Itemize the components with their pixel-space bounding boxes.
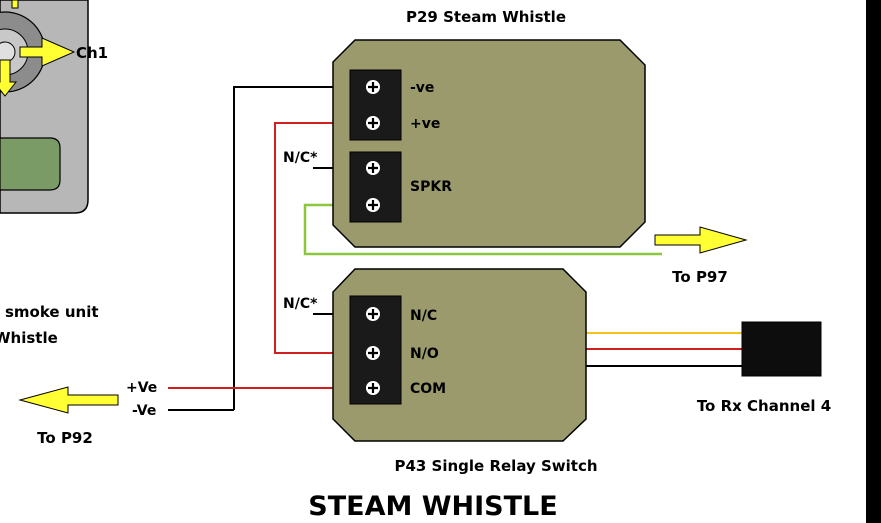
- plus-ve-label: +Ve: [126, 380, 157, 396]
- terminal-plus-ve: +ve: [410, 116, 440, 132]
- to-p92-label: To P92: [37, 429, 93, 447]
- rx-connector-plug: [741, 321, 822, 377]
- transmitter-fragment: [0, 0, 89, 214]
- terminal-nc: N/C: [410, 308, 437, 324]
- screw-slot: [368, 118, 378, 128]
- page-title: STEAM WHISTLE: [308, 491, 557, 522]
- nc-label-whistle: N/C*: [283, 150, 318, 166]
- minus-ve-label: -Ve: [132, 403, 156, 419]
- screw-slot: [368, 309, 378, 319]
- terminal-no: N/O: [410, 346, 439, 362]
- screw-slot: [368, 383, 378, 393]
- transmitter-display: [0, 137, 61, 191]
- to-rx-label: To Rx Channel 4: [697, 397, 831, 415]
- terminal-minus-ve: -ve: [410, 80, 434, 96]
- whistle-screws: [366, 80, 380, 212]
- arrow-right-icon: [19, 37, 76, 67]
- page-edge-bar: [866, 0, 881, 523]
- smoke-unit-label: smoke unit: [5, 303, 99, 321]
- whistle-label: Whistle: [0, 329, 58, 347]
- whistle-module-board: [332, 39, 646, 248]
- screw-slot: [368, 348, 378, 358]
- whistle-module: [332, 39, 646, 248]
- channel-label: Ch1: [76, 44, 108, 62]
- screw-slot: [368, 200, 378, 210]
- to-p97-label: To P97: [672, 268, 728, 286]
- wire-red-plus: [274, 122, 350, 354]
- terminal-com: COM: [410, 381, 446, 397]
- arrow-up-icon: [11, 0, 19, 9]
- relay-module: [332, 268, 587, 442]
- nc-label-relay: N/C*: [283, 296, 318, 312]
- arrow-to-p97-icon: [654, 226, 748, 254]
- whistle-module-title: P29 Steam Whistle: [406, 8, 566, 26]
- wire-black-minus: [233, 86, 350, 410]
- relay-screws: [366, 307, 380, 395]
- wires: [168, 86, 742, 411]
- screw-slot: [368, 163, 378, 173]
- wire-green-spkr: [303, 203, 662, 256]
- arrow-to-p92-icon: [18, 386, 119, 414]
- relay-module-title: P43 Single Relay Switch: [394, 457, 597, 475]
- terminal-spkr: SPKR: [410, 179, 452, 195]
- arrow-down-icon: [0, 59, 18, 97]
- stick-icon: [0, 41, 16, 63]
- screw-slot: [368, 82, 378, 92]
